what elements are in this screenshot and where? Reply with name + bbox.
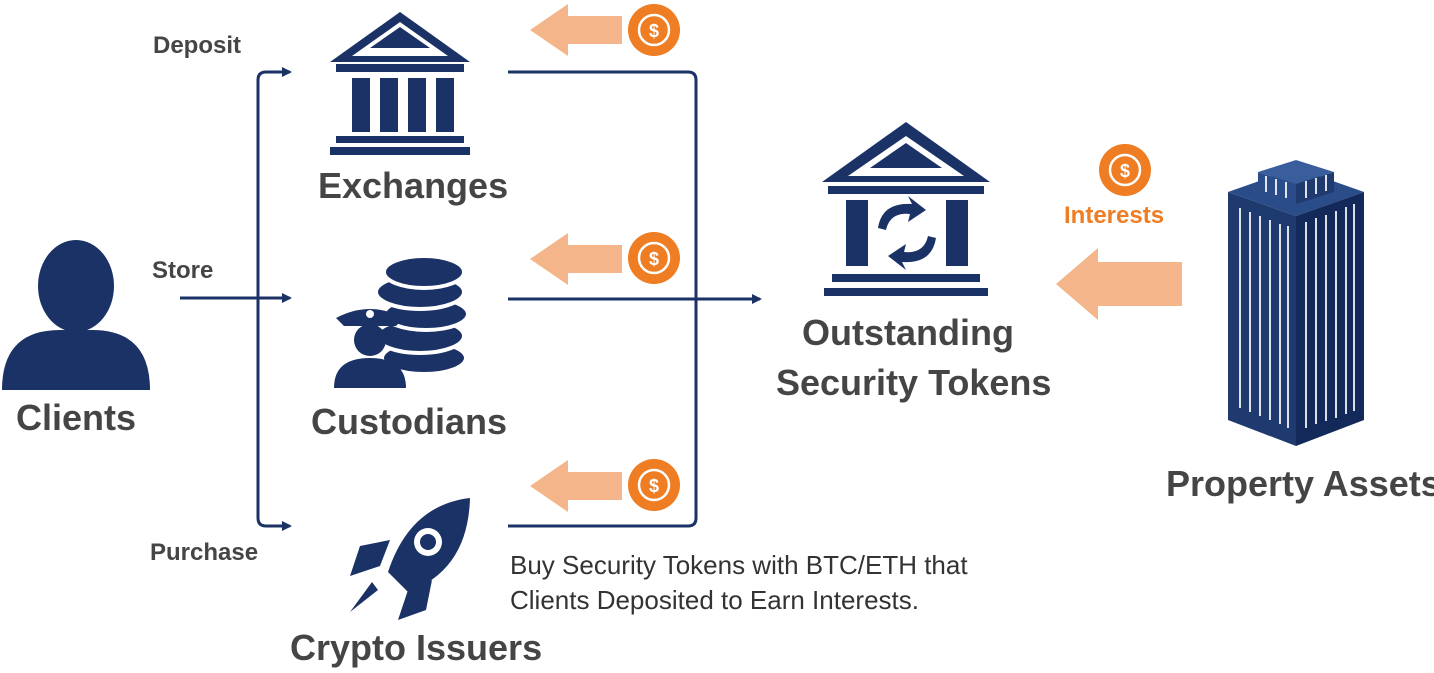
token-flow-connectors	[508, 70, 762, 528]
clients-label: Clients	[16, 397, 137, 438]
return-arrow-top	[530, 4, 622, 56]
return-arrow-bottom	[530, 460, 622, 512]
store-label: Store	[152, 257, 214, 284]
dollar-coin-icon: $	[628, 232, 680, 284]
purchase-label: Purchase	[150, 539, 259, 566]
purchase-note-line2: Clients Deposited to Earn Interests.	[510, 585, 919, 616]
dollar-coin-icon: $	[1099, 144, 1151, 196]
return-arrow-middle	[530, 233, 622, 285]
dollar-coin-icon: $	[628, 459, 680, 511]
person-icon	[2, 240, 150, 390]
exchanges-label: Exchanges	[318, 165, 509, 206]
deposit-label: Deposit	[153, 32, 242, 59]
skyscraper-icon	[1228, 160, 1364, 446]
custodians-label: Custodians	[311, 401, 508, 442]
svg-text:$: $	[649, 476, 659, 496]
purchase-note-line1: Buy Security Tokens with BTC/ETH that	[510, 550, 968, 580]
svg-text:$: $	[649, 249, 659, 269]
svg-text:$: $	[1120, 161, 1130, 181]
svg-text:$: $	[649, 21, 659, 41]
client-branch-connectors	[180, 67, 292, 531]
property-assets-label: Property Assets	[1166, 463, 1434, 504]
outstanding-label-line1: Outstanding	[802, 312, 1014, 353]
interests-arrow	[1056, 248, 1182, 320]
guard-coins-icon	[334, 254, 470, 388]
outstanding-label-line2: Security Tokens	[776, 362, 1052, 403]
rocket-icon	[350, 498, 470, 620]
interests-label: Interests	[1064, 202, 1165, 229]
dollar-coin-icon: $	[628, 4, 680, 56]
bank-exchange-icon	[822, 122, 990, 296]
purchase-note: Buy Security Tokens with BTC/ETH that Cl…	[510, 548, 1070, 618]
bank-icon	[330, 12, 470, 155]
crypto-issuers-label: Crypto Issuers	[290, 627, 543, 668]
